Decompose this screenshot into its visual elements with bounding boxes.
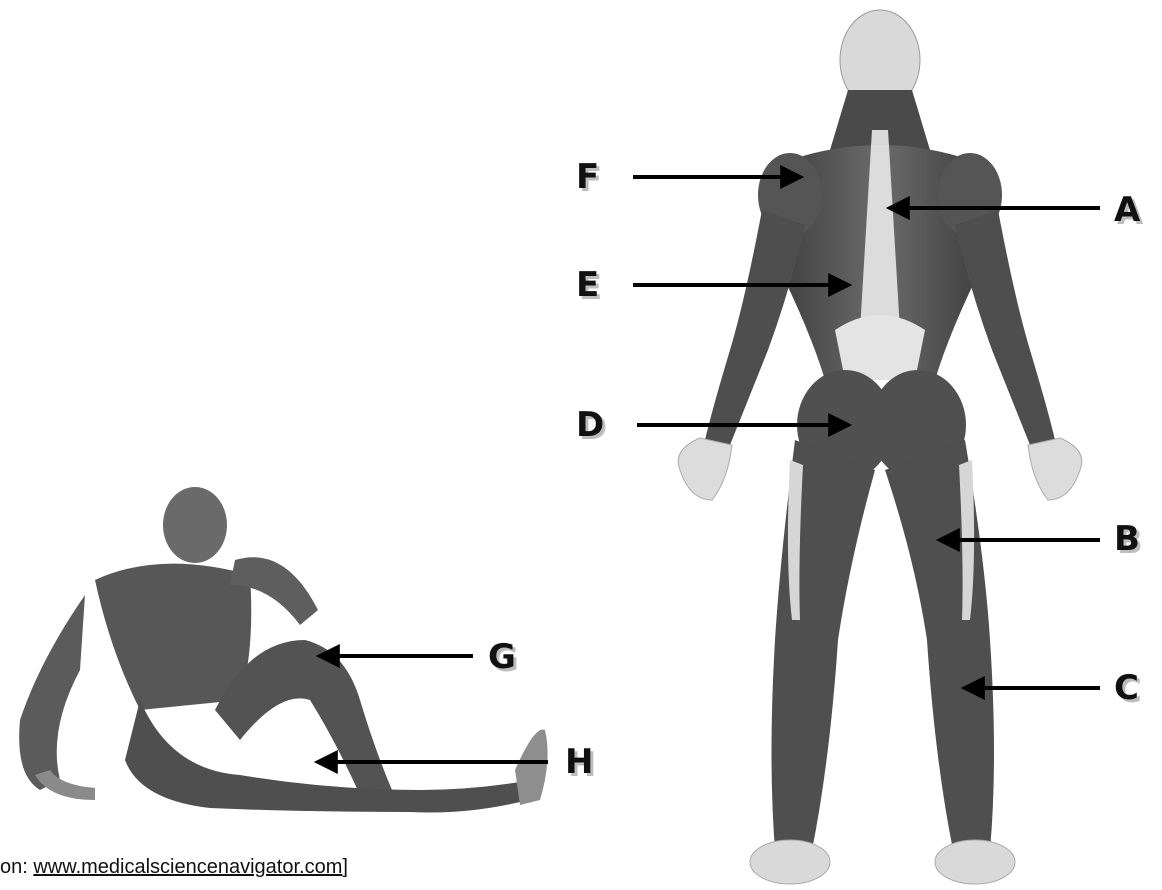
seated-head (163, 487, 227, 563)
left-leg (772, 440, 876, 850)
label-a: A (1114, 193, 1140, 227)
label-g: G (488, 640, 516, 674)
label-h: H (565, 745, 593, 779)
right-hand (1028, 438, 1082, 500)
seated-foot (515, 730, 548, 806)
left-arm (705, 210, 805, 445)
source-caption: on: www.medicalsciencenavigator.com] (0, 856, 348, 879)
label-e: E (576, 268, 599, 302)
label-d: D (576, 408, 604, 442)
left-hand (678, 438, 732, 500)
label-b: B (1114, 522, 1140, 556)
source-link[interactable]: www.medicalsciencenavigator.com (33, 856, 342, 878)
caption-suffix: ] (342, 856, 348, 878)
left-foot (750, 840, 830, 884)
label-f: F (576, 160, 599, 194)
posterior-body-figure (678, 10, 1082, 884)
caption-prefix: on: (0, 856, 33, 878)
seated-support-arm (19, 595, 85, 790)
right-foot (935, 840, 1015, 884)
label-c: C (1114, 671, 1139, 705)
right-arm (955, 210, 1055, 445)
seated-hand (35, 770, 95, 800)
right-leg (885, 440, 994, 850)
